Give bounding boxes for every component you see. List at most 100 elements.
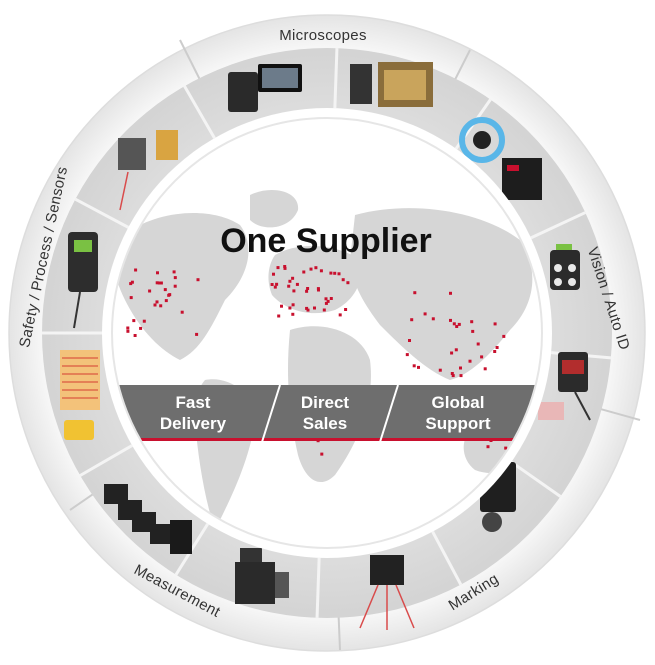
office-dot bbox=[276, 266, 280, 270]
product-thumbnails bbox=[60, 62, 591, 630]
office-dot bbox=[457, 322, 461, 326]
office-dot bbox=[291, 312, 295, 316]
process-sensor-product bbox=[68, 232, 98, 329]
office-dot bbox=[476, 342, 480, 346]
office-dot bbox=[470, 320, 474, 324]
office-dot bbox=[486, 445, 490, 449]
band-item-fast-delivery-line1: Fast bbox=[176, 393, 211, 412]
service-band bbox=[112, 384, 542, 443]
office-dot bbox=[270, 283, 274, 286]
office-dot bbox=[133, 334, 137, 337]
office-dot bbox=[450, 351, 454, 355]
office-dot bbox=[302, 270, 306, 274]
office-dot bbox=[480, 355, 484, 359]
office-dot bbox=[155, 281, 159, 285]
office-dot bbox=[493, 350, 497, 353]
office-dot bbox=[412, 364, 416, 368]
office-dot bbox=[148, 289, 152, 293]
office-dot bbox=[329, 297, 333, 300]
office-dot bbox=[306, 308, 310, 312]
office-dot bbox=[346, 281, 350, 285]
office-dot bbox=[272, 272, 275, 276]
office-dot bbox=[288, 306, 292, 310]
office-dot bbox=[280, 304, 283, 308]
office-dot bbox=[452, 322, 456, 326]
office-dot bbox=[459, 374, 463, 378]
office-dot bbox=[195, 332, 199, 336]
tile-divider bbox=[79, 444, 133, 477]
office-dot bbox=[305, 289, 309, 293]
office-dot bbox=[344, 308, 348, 311]
office-dot bbox=[153, 303, 157, 307]
office-dot bbox=[314, 266, 318, 270]
office-dot bbox=[134, 268, 138, 272]
office-dot bbox=[180, 310, 184, 314]
tile-divider bbox=[530, 211, 586, 240]
office-dot bbox=[291, 303, 295, 307]
office-dot bbox=[423, 312, 427, 316]
office-dot bbox=[159, 304, 163, 308]
tile-divider bbox=[74, 197, 130, 229]
office-dot bbox=[277, 314, 281, 318]
office-dot bbox=[405, 353, 409, 357]
auto-id-reader-product bbox=[538, 352, 591, 421]
world-map-disc bbox=[112, 118, 542, 548]
office-dot bbox=[305, 306, 309, 310]
office-dot bbox=[326, 299, 330, 303]
office-dot bbox=[320, 452, 324, 456]
vision-controller-product bbox=[502, 158, 542, 200]
laser-marker-product-2 bbox=[359, 555, 415, 630]
office-dot bbox=[288, 279, 292, 283]
microscope-product-1 bbox=[228, 64, 302, 112]
office-dot bbox=[317, 288, 320, 292]
office-dot bbox=[431, 317, 435, 321]
office-dot bbox=[126, 329, 130, 333]
office-dot bbox=[273, 285, 277, 289]
office-dot bbox=[468, 359, 472, 363]
map-disc-border bbox=[111, 117, 543, 549]
office-dot bbox=[142, 319, 146, 323]
measurement-system-product bbox=[235, 548, 289, 604]
office-dot bbox=[322, 308, 326, 312]
office-dot bbox=[275, 282, 279, 286]
office-dot bbox=[449, 318, 452, 322]
measurement-sensor-heads-product bbox=[104, 484, 192, 554]
tile-divider bbox=[431, 530, 463, 586]
office-dot bbox=[196, 278, 200, 282]
office-dot bbox=[333, 271, 337, 275]
microscope-product-2 bbox=[350, 62, 433, 107]
office-dot bbox=[283, 266, 287, 270]
office-dot bbox=[283, 265, 287, 268]
light-curtain-product bbox=[60, 350, 100, 440]
tile-divider bbox=[315, 557, 321, 618]
office-dot bbox=[130, 280, 134, 284]
office-dot bbox=[454, 348, 458, 352]
vision-ring-light-product bbox=[459, 117, 505, 163]
office-dot bbox=[449, 291, 452, 295]
office-dot bbox=[139, 326, 143, 330]
band-item-global-support-line1: Global bbox=[432, 393, 485, 412]
office-dot bbox=[313, 306, 316, 310]
world-map bbox=[114, 190, 533, 530]
office-dot bbox=[329, 271, 333, 275]
office-dot bbox=[413, 291, 417, 295]
tile-divider bbox=[333, 48, 339, 109]
office-dot bbox=[132, 319, 136, 323]
office-dot bbox=[295, 282, 299, 286]
office-dot bbox=[156, 271, 159, 275]
tile-divider bbox=[183, 85, 216, 139]
outer-ring-edge bbox=[8, 14, 646, 652]
office-dot bbox=[163, 288, 167, 292]
office-dot bbox=[471, 329, 475, 333]
office-dot bbox=[129, 296, 133, 300]
safety-sensor-product-1 bbox=[118, 130, 178, 211]
office-dot bbox=[126, 326, 130, 330]
office-dot bbox=[159, 281, 163, 285]
band-item-global-support-line2: Support bbox=[425, 414, 490, 433]
office-dot bbox=[168, 293, 172, 297]
office-dot bbox=[292, 289, 296, 293]
office-dot bbox=[319, 269, 323, 273]
office-dot bbox=[306, 287, 310, 290]
office-dot bbox=[173, 276, 177, 280]
